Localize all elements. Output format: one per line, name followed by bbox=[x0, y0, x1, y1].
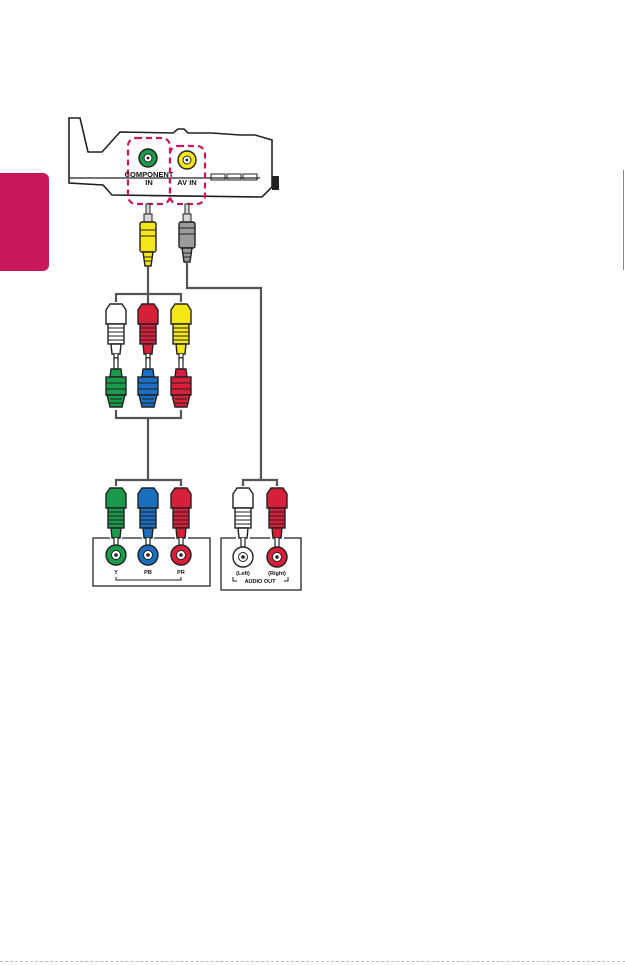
splitter-plug-red bbox=[138, 304, 158, 364]
component-plugs-bottom bbox=[106, 488, 191, 548]
component-plugs-middle bbox=[106, 358, 191, 408]
jack-pb-label: PB bbox=[144, 570, 152, 576]
jack-left-label: (Left) bbox=[236, 571, 250, 577]
jack-pb: PB bbox=[138, 545, 158, 576]
middle-plug-red bbox=[171, 358, 191, 408]
page-bottom-rule bbox=[0, 961, 625, 962]
jack-left: (Left) bbox=[233, 547, 253, 577]
jack-right: (Right) bbox=[267, 547, 287, 577]
audio-out-label: AUDIO OUT bbox=[245, 579, 277, 585]
splitter-plugs-top bbox=[106, 304, 191, 364]
splitter-plug-yellow bbox=[171, 304, 191, 364]
av-jack-plug bbox=[179, 204, 195, 262]
jack-right-label: (Right) bbox=[268, 571, 286, 577]
jack-pr: PR bbox=[171, 545, 191, 576]
audio-output-box: (Left) (Right) AUDIO OUT bbox=[221, 538, 301, 590]
component-jack-plug bbox=[140, 204, 156, 266]
jack-pr-label: PR bbox=[177, 570, 185, 576]
av-in-label: AV IN bbox=[177, 178, 196, 187]
cable-lines bbox=[116, 262, 277, 486]
middle-plug-green bbox=[106, 358, 126, 408]
splitter-plug-white bbox=[106, 304, 126, 364]
projector-side-panel bbox=[69, 118, 279, 197]
component-in-label-line2: IN bbox=[145, 178, 153, 187]
component-output-box: Y PB PR bbox=[93, 538, 210, 586]
middle-plug-blue bbox=[138, 358, 158, 408]
jack-y: Y bbox=[106, 545, 126, 576]
jack-y-label: Y bbox=[114, 570, 118, 576]
